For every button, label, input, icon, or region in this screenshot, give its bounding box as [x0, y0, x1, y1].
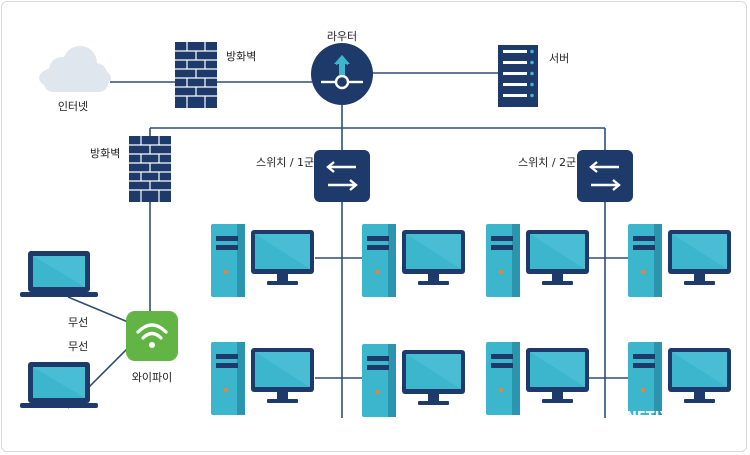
watermark-text: ©NETIX [613, 410, 670, 425]
desktop-tower-icon [362, 224, 465, 297]
internet-label: 인터넷 [58, 100, 88, 113]
switch-icon [312, 148, 372, 204]
wifi-icon [126, 311, 178, 361]
desktop-tower-icon [486, 342, 589, 415]
desktop-tower-icon [628, 342, 731, 415]
desktop-tower-icon [211, 342, 314, 415]
server-label: 서버 [549, 52, 569, 65]
switch-icon [575, 148, 635, 204]
desktop-tower-icon [362, 344, 465, 417]
wireless-bottom-label: 무선 [68, 340, 88, 353]
server-icon [498, 45, 538, 107]
switch1-label: 스위치 / 1군 [256, 156, 314, 169]
router-label: 라우터 [327, 30, 357, 43]
desktop-tower-icon [211, 224, 314, 297]
firewall-left-label: 방화벽 [90, 147, 120, 160]
laptop-icon [20, 251, 98, 297]
firewall-icon [174, 41, 218, 109]
switch2-label: 스위치 / 2군 [518, 156, 576, 169]
wireless-top-label: 무선 [68, 316, 88, 329]
cloud-icon [39, 46, 111, 92]
desktop-tower-icon [486, 224, 589, 297]
router-icon [311, 43, 373, 105]
firewall-top-label: 방화벽 [226, 50, 256, 63]
wifi-label: 와이파이 [132, 371, 172, 384]
desktop-tower-icon [628, 224, 731, 297]
firewall-icon [128, 135, 172, 203]
laptop-icon [20, 362, 98, 408]
